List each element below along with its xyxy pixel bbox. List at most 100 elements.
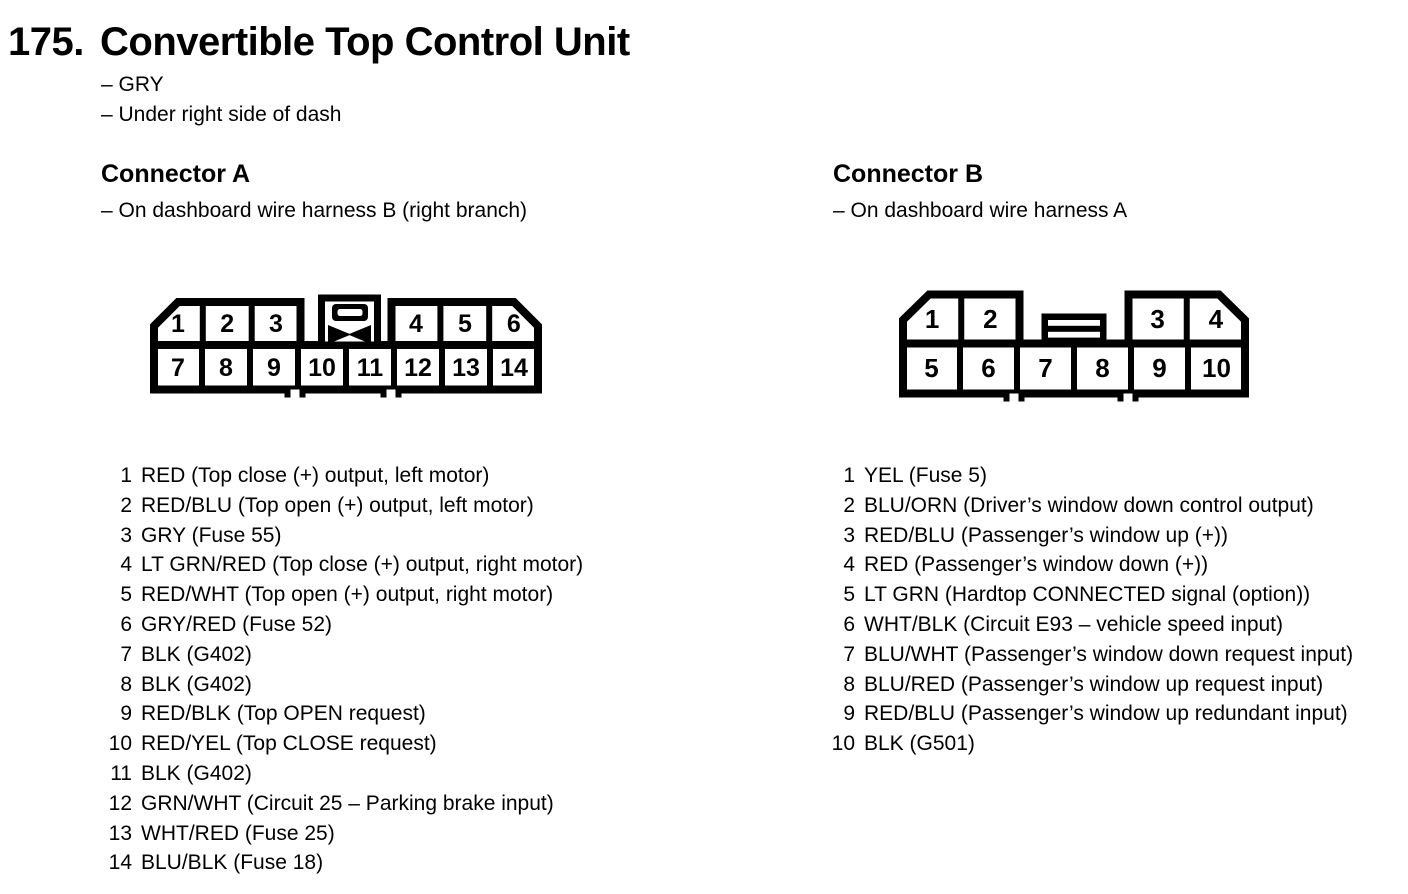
pin-label: BLU/RED (Passenger’s window up request i…	[864, 672, 1324, 696]
pin-cell-number: 14	[500, 354, 528, 382]
pin-number: 3	[843, 523, 855, 547]
pin-cell-number: 4	[1209, 304, 1224, 334]
keyway-slot	[337, 309, 363, 316]
pin-row: 8 BLU/RED (Passenger’s window up request …	[821, 670, 1353, 700]
pin-cell-number: 8	[219, 354, 233, 382]
pin-label: RED (Passenger’s window down (+))	[864, 553, 1209, 577]
pin-number: 8	[120, 672, 132, 696]
pin-cell-number: 11	[357, 354, 384, 382]
pin-row: 2 BLU/ORN (Driver’s window down control o…	[821, 491, 1353, 521]
pin-label: BLK (G402)	[141, 642, 252, 666]
pin-cell-number: 4	[409, 310, 423, 338]
pin-number: 2	[120, 493, 132, 517]
pin-cell-number: 2	[983, 304, 997, 334]
pin-label: YEL (Fuse 5)	[864, 464, 987, 487]
pin-number: 5	[843, 583, 855, 607]
pin-number: 8	[843, 672, 855, 696]
pin-label: BLK (G501)	[864, 732, 975, 756]
pin-label: RED/YEL (Top CLOSE request)	[141, 732, 437, 756]
pin-cell-number: 12	[404, 354, 432, 382]
pin-number: 13	[108, 821, 132, 845]
index-notch-slot	[290, 389, 300, 400]
pin-number: 14	[108, 851, 132, 875]
pin-label: BLU/ORN (Driver’s window down control ou…	[864, 493, 1314, 517]
pin-row: 4 LT GRN/RED (Top close (+) output, right…	[98, 550, 583, 580]
pin-cell-number: 7	[171, 354, 185, 382]
pin-label: RED (Top close (+) output, left motor)	[141, 464, 490, 487]
pin-number: 4	[120, 553, 132, 577]
page-title: 175. Convertible Top Control Unit	[8, 20, 630, 65]
pin-cell-number: 2	[220, 310, 234, 338]
pin-row: 13 WHT/RED (Fuse 25)	[98, 819, 583, 849]
pin-cell-number: 10	[1202, 353, 1231, 383]
pin-cell-number: 3	[269, 310, 283, 338]
pin-row: 2 RED/BLU (Top open (+) output, left moto…	[98, 491, 583, 521]
pin-cell-number: 1	[171, 310, 185, 338]
pin-row: 1 RED (Top close (+) output, left motor)	[98, 461, 583, 491]
pin-number: 1	[843, 464, 855, 487]
connector-a-note: – On dashboard wire harness B (right bra…	[101, 199, 528, 222]
pin-label: RED/BLU (Top open (+) output, left motor…	[141, 493, 534, 517]
pin-number: 9	[120, 702, 132, 726]
pin-label: RED/BLU (Passenger’s window up redundant…	[864, 702, 1348, 726]
keyway-slot	[1048, 320, 1100, 326]
pin-row: 7 BLK (G402)	[98, 640, 583, 670]
pin-number: 9	[843, 702, 855, 726]
pin-number: 6	[843, 612, 855, 636]
pin-label: GRY/RED (Fuse 52)	[141, 612, 332, 636]
connector-b-note: – On dashboard wire harness A	[833, 199, 1128, 222]
pin-cell-number: 6	[981, 353, 995, 383]
pin-cell-number: 9	[1152, 353, 1166, 383]
pin-label: LT GRN/RED (Top close (+) output, right …	[141, 553, 584, 577]
connector-a-heading: Connector A	[101, 160, 251, 188]
pin-row: 10 RED/YEL (Top CLOSE request)	[98, 729, 583, 759]
pin-cell-number: 1	[925, 304, 939, 334]
pin-label: GRN/WHT (Circuit 25 – Parking brake inpu…	[141, 791, 554, 815]
connector-b-pin-list: 1 YEL (Fuse 5) 2 BLU/ORN (Driver’s window d…	[821, 461, 1353, 759]
pin-row: 6 GRY/RED (Fuse 52)	[98, 610, 583, 640]
pin-number: 1	[120, 464, 132, 487]
connector-a-top-right-cells	[387, 298, 542, 349]
pin-row: 6 WHT/BLK (Circuit E93 – vehicle speed in…	[821, 610, 1353, 640]
pin-label: WHT/RED (Fuse 25)	[141, 821, 335, 845]
pin-label: BLK (G402)	[141, 761, 252, 785]
pin-number: 5	[120, 583, 132, 607]
pin-label: GRY (Fuse 55)	[141, 523, 282, 547]
pin-label: LT GRN (Hardtop CONNECTED signal (option…	[864, 583, 1311, 607]
pin-row: 9 RED/BLU (Passenger’s window up redundan…	[821, 699, 1353, 729]
keyway-slot	[1048, 331, 1100, 338]
pin-number: 2	[843, 493, 855, 517]
section-number: 175.	[8, 20, 84, 64]
pin-number: 7	[843, 642, 855, 666]
pin-number: 3	[120, 523, 132, 547]
unit-notes: – GRY – Under right side of dash	[101, 70, 341, 130]
keyway-slot-frame	[1041, 313, 1107, 344]
pin-cell-number: 8	[1095, 353, 1109, 383]
keyway-bowtie-icon	[348, 325, 371, 344]
unit-note-color: – GRY	[101, 73, 164, 96]
pin-number: 10	[108, 732, 132, 756]
connector-a-top-left-cells	[150, 298, 305, 349]
pin-cell-number: 13	[452, 354, 480, 382]
pin-number: 6	[120, 612, 132, 636]
pin-label: WHT/BLK (Circuit E93 – vehicle speed inp…	[864, 612, 1284, 636]
pin-cell-number: 10	[308, 354, 336, 382]
pin-label: BLU/WHT (Passenger’s window down request…	[864, 642, 1354, 666]
pin-label: BLU/BLK (Fuse 18)	[141, 851, 324, 875]
keyway-bowtie-icon	[328, 325, 351, 344]
pin-label: RED/BLU (Passenger’s window up (+))	[864, 523, 1228, 547]
index-notch-slot	[1009, 393, 1019, 404]
index-notch-slot	[386, 389, 396, 400]
pin-row: 5 LT GRN (Hardtop CONNECTED signal (optio…	[821, 580, 1353, 610]
section-title: Convertible Top Control Unit	[100, 20, 630, 64]
pin-number: 7	[120, 642, 132, 666]
connector-a-pin-list: 1 RED (Top close (+) output, left motor) 2…	[98, 461, 583, 878]
pin-cell-number: 6	[507, 310, 521, 338]
